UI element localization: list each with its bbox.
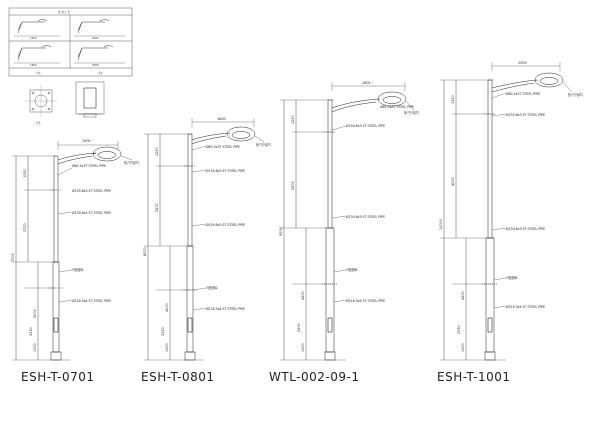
pole-model-label: ESH-T-0701 — [21, 370, 95, 384]
detail-ground-3: 기초 — [36, 121, 41, 125]
dim-base: 1000 — [461, 343, 465, 352]
lamp-note: 등기구설치 — [404, 110, 419, 115]
dim-top: 1250 — [291, 115, 295, 124]
detail-ground-2: 기초 — [98, 71, 103, 75]
dim-upper: 4200 — [451, 177, 455, 186]
pole-esh-t-0701: 1500 등기구설치 Ø60.5x3T STEEL PIPE Ø139.8x3.… — [11, 139, 139, 384]
top-pipe-spec: Ø60.5x3T STEEL PIPE — [206, 144, 240, 149]
mid-pipe-spec: Ø139.8x3.5T STEEL PIPE — [506, 112, 545, 117]
mid-pipe-spec: Ø139.8x3.5T STEEL PIPE — [72, 188, 111, 193]
joint-note: 이음볼트 — [72, 267, 84, 272]
top-pipe-spec: Ø60.5x3T STEEL PIPE — [506, 91, 540, 96]
detail-ground-1: 기초 — [36, 71, 41, 75]
dim-top: 1050 — [23, 169, 27, 178]
pole-esh-t-1001: 2500 등기구설치 Ø60.5x3T STEEL PIPE Ø139.8x3.… — [437, 61, 583, 384]
detail-label-3: 1800 — [30, 63, 37, 67]
dim-upper: 2500 — [155, 203, 159, 212]
dim-door: 2530 — [457, 325, 461, 334]
mid-pipe-spec: Ø139.8x3.5T STEEL PIPE — [346, 123, 385, 128]
pole-model-label: WTL-002-09-1 — [269, 370, 359, 384]
dim-base: 1000 — [33, 343, 37, 352]
dim-upper: 2700 — [23, 223, 27, 232]
arm-length-dim: 1800 — [362, 81, 371, 85]
pole-esh-t-0801: 1600 등기구설치 Ø60.5x3T STEEL PIPE Ø139.8x3.… — [141, 117, 271, 384]
mid-pipe-spec-2: Ø139.8x3.5T STEEL PIPE — [506, 226, 545, 231]
pole-model-label: ESH-T-0801 — [141, 370, 215, 384]
detail-inset — [8, 7, 133, 77]
lamp-note: 등기구설치 — [256, 142, 271, 147]
dim-lower: 3000 — [33, 309, 37, 318]
arm-length-dim: 2500 — [518, 61, 527, 65]
dim-top: 1250 — [451, 95, 455, 104]
joint-note: 이음볼트 — [206, 285, 218, 290]
dim-total: 10000 — [439, 219, 443, 230]
base-pipe-spec: Ø216.3x4.5T STEEL PIPE — [506, 304, 545, 309]
dim-total: 7000 — [11, 253, 15, 262]
base-pipe-spec: Ø216.3x4.5T STEEL PIPE — [72, 298, 111, 303]
dim-door: 2530 — [29, 327, 33, 336]
dim-base: 1000 — [165, 343, 169, 352]
lamp-note: 등기구설치 — [568, 92, 583, 97]
top-pipe-spec: Ø60.5x3T STEEL PIPE — [72, 163, 106, 168]
arm-length-dim: 1500 — [82, 139, 91, 143]
dim-total: 9000 — [279, 227, 283, 236]
lamp-note: 등기구설치 — [124, 160, 139, 165]
detail-label-2: 1600 — [92, 36, 99, 40]
mid-pipe-spec: Ø139.8x3.5T STEEL PIPE — [206, 168, 245, 173]
dim-upper: 3300 — [291, 181, 295, 190]
mid-pipe-spec-2: Ø139.8x3.5T STEEL PIPE — [206, 222, 245, 227]
joint-note: 이음볼트 — [346, 267, 358, 272]
dim-top: 1250 — [155, 147, 159, 156]
detail-label-1: 1500 — [30, 36, 37, 40]
detail-label-4: 2500 — [92, 63, 99, 67]
top-pipe-spec: Ø60.5x3T STEEL PIPE — [380, 104, 414, 109]
detail-frame — [8, 7, 133, 77]
pole-wtl-002-09-1: 1800 등기구설치 Ø60.5x3T STEEL PIPE Ø139.8x3.… — [269, 81, 419, 384]
mid-pipe-spec-2: Ø139.8x3.5T STEEL PIPE — [346, 214, 385, 219]
pole-model-label: ESH-T-1001 — [437, 370, 511, 384]
base-pipe-spec: Ø216.3x4.5T STEEL PIPE — [206, 306, 245, 311]
dim-door: 2530 — [161, 327, 165, 336]
dim-base: 1000 — [301, 343, 305, 352]
joint-note: 이음볼트 — [506, 275, 518, 280]
dim-door: 2500 — [297, 323, 301, 332]
base-plate-sketch — [25, 81, 105, 118]
dim-total: 8000 — [143, 247, 147, 256]
dim-lower: 4500 — [461, 291, 465, 300]
dim-lower: 4000 — [165, 303, 169, 312]
arm-length-dim: 1600 — [217, 117, 226, 121]
base-pipe-spec: Ø216.3x4.5T STEEL PIPE — [346, 298, 385, 303]
detail-title: 상 세 도 면 — [58, 10, 71, 14]
mid-pipe-spec-2: Ø139.8x3.5T STEEL PIPE — [72, 210, 111, 215]
dim-lower: 4500 — [301, 291, 305, 300]
